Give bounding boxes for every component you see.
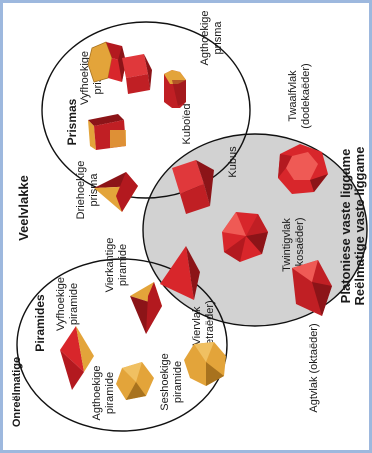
pyramid-pentagonal-label: Vyfhoekigepiramide [55,277,80,331]
polyhedra-title: Veelvlakke [16,175,31,241]
irregular-title: Onreëlmatige [11,357,23,427]
dodecahedron-shape [278,144,328,194]
prism-cuboid-label: Kuboïed [181,104,193,145]
octagonal-prism-shape [164,70,186,108]
prism-region [41,21,251,199]
regular-solids-title: Reëlmatige vaste liggame [352,147,367,306]
cube-label: Kubus [227,146,239,178]
prisms-heading: Prismas [65,98,79,145]
prism-octagonal-label: Agthoekigeprisma [199,10,224,65]
icosahedron-label: Twintigvlak(ikosaëder) [281,217,306,272]
tetrahedron-label: Viervlak(tetraëder) [191,300,216,351]
platonic-solids-title: Platoniese vaste liggame [338,149,353,304]
pyramid-hexagonal-label: Seshoekigepiramide [159,353,184,411]
square-pyramid-shape [130,282,162,334]
pentagonal-prism-shape [87,41,126,83]
triangular-prism-shape [94,172,138,212]
tetrahedron-shape [160,246,200,300]
pyramids-heading: Piramides [33,294,47,352]
icosahedron-shape [222,212,268,262]
octahedron-label: Agtvlak (oktaëder) [308,323,320,412]
octahedron-shape [292,260,332,316]
pyramid-square-label: Vierkantigepiramide [104,238,129,293]
pyramid-region [16,258,228,432]
octagonal-pyramid-shape [184,342,226,386]
dodecahedron-label: Twaalfvlak(dodekaëder) [287,63,312,128]
square-prism-shape [122,54,152,94]
pentagonal-pyramid-shape [60,326,94,390]
cuboid-shape [88,114,126,150]
hexagonal-pyramid-shape [116,362,154,400]
cube-shape [172,160,214,214]
pyramid-octagonal-label: Agthoekigepiramide [91,365,116,420]
prism-triangular-label: Driehoekigeprisma [75,161,100,220]
